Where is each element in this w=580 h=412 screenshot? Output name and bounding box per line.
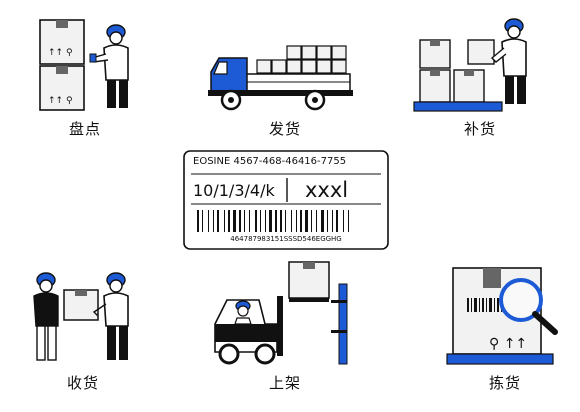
forklift-illustration (214, 261, 348, 365)
barcode-bar (249, 210, 250, 232)
clothing-tag: EOSINE 4567-468-46416-7755 10/1/3/4/k xx… (183, 150, 389, 250)
barcode-bar (213, 210, 214, 232)
replenish-illustration (413, 18, 527, 112)
barcode-bar (291, 210, 292, 232)
barcode-bar (327, 210, 328, 232)
scene-replenish (412, 14, 542, 114)
barcode-bar (305, 210, 308, 232)
barcode-bar (300, 210, 302, 232)
barcode-bar (321, 210, 324, 232)
barcode-bar (336, 210, 338, 232)
scene-label-replenish: 补货 (463, 120, 496, 138)
truck-illustration (208, 45, 353, 111)
barcode-bar (285, 210, 286, 232)
barcode-bar (202, 210, 203, 232)
barcode-bar (217, 210, 219, 232)
svg-text:↑↑ ⚲: ↑↑ ⚲ (48, 48, 73, 58)
scene-picking: ⚲ ↑↑ (445, 264, 563, 366)
barcode-bar (228, 210, 230, 232)
scene-label-putaway: 上架 (268, 374, 301, 392)
receiving-illustration (33, 272, 129, 361)
barcode-bar (233, 210, 236, 232)
barcode-bar (239, 210, 241, 232)
barcode-bar (255, 210, 257, 232)
scene-label-counting: 盘点 (68, 120, 101, 138)
barcode-bar (208, 210, 209, 232)
barcode-bar (244, 210, 245, 232)
scene-receiving (28, 268, 138, 366)
scene-label-receiving: 收货 (66, 374, 99, 392)
scene-counting: ↑↑ ⚲ ↑↑ ⚲ (30, 10, 140, 115)
barcode-bar (224, 210, 225, 232)
barcode-bar (275, 210, 277, 232)
tag-code: 10/1/3/4/k (193, 181, 275, 200)
barcode-number: 464787983151SSSD546EGGHG (230, 235, 342, 243)
svg-text:↑↑ ⚲: ↑↑ ⚲ (48, 96, 73, 106)
svg-text:⚲ ↑↑: ⚲ ↑↑ (489, 336, 527, 352)
scene-putaway (205, 260, 355, 366)
barcode-bar (265, 210, 266, 232)
barcode-bar (280, 210, 282, 232)
barcode-bar (316, 210, 317, 232)
tag-frame (183, 150, 389, 250)
scene-shipping (205, 40, 355, 115)
picking-illustration: ⚲ ↑↑ (446, 267, 558, 365)
scene-label-shipping: 发货 (268, 120, 301, 138)
barcode-bar (311, 210, 312, 232)
barcode-bar (332, 210, 333, 232)
barcode (197, 210, 349, 232)
tag-size: xxxl (305, 178, 349, 202)
barcode-bar (197, 210, 199, 232)
barcode-bar (348, 210, 349, 232)
scene-label-picking: 拣货 (488, 374, 521, 392)
counting-illustration: ↑↑ ⚲ ↑↑ ⚲ (39, 19, 129, 111)
barcode-bar (269, 210, 272, 232)
barcode-bar (296, 210, 297, 232)
tag-header: EOSINE 4567-468-46416-7755 (193, 156, 347, 167)
barcode-bar (260, 210, 261, 232)
barcode-bar (343, 210, 344, 232)
